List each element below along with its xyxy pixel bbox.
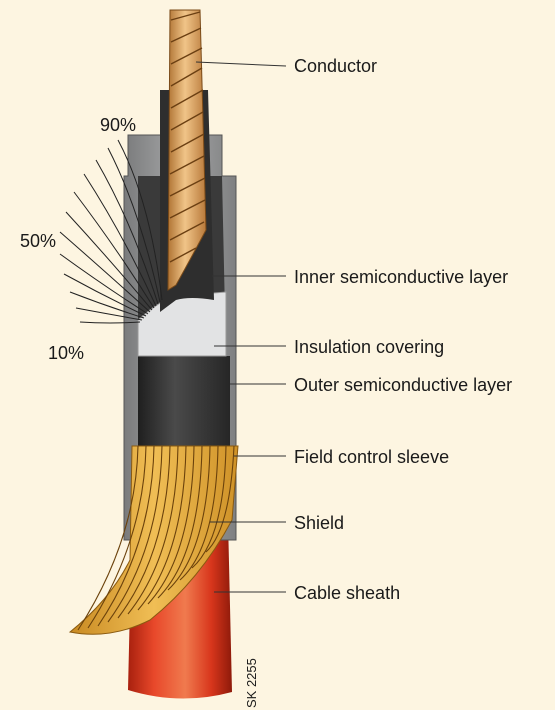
drawing-code: SK 2255	[244, 658, 259, 708]
outer-semiconductive-layer	[138, 356, 230, 446]
label-inner-semiconductive-layer: Inner semiconductive layer	[294, 267, 508, 287]
label-cable-sheath: Cable sheath	[294, 583, 400, 603]
label-90-percent: 90%	[100, 115, 136, 135]
label-outer-semiconductive-layer: Outer semiconductive layer	[294, 375, 512, 395]
label-50-percent: 50%	[20, 231, 56, 251]
label-field-control-sleeve: Field control sleeve	[294, 447, 449, 467]
label-shield: Shield	[294, 513, 344, 533]
label-conductor: Conductor	[294, 56, 377, 76]
label-10-percent: 10%	[48, 343, 84, 363]
label-insulation-covering: Insulation covering	[294, 337, 444, 357]
